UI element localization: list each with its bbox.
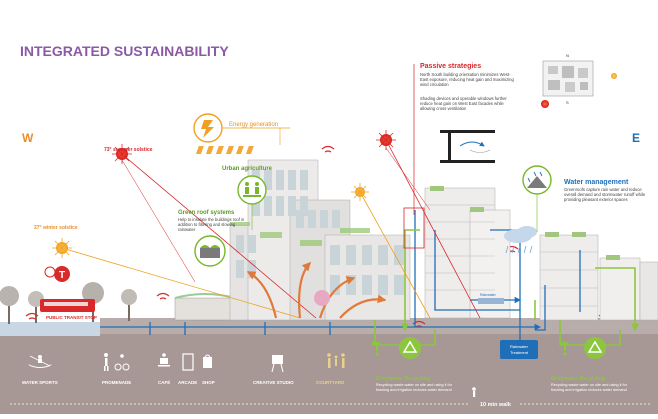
transit-icon bbox=[54, 266, 70, 282]
people-garden-icon bbox=[243, 182, 261, 197]
activity-arcade: ARCADE bbox=[178, 380, 197, 385]
passive-sun-red-icon bbox=[376, 130, 396, 150]
greywater-right-title: Greywater Recycling bbox=[551, 376, 605, 382]
cafe-icon bbox=[158, 353, 170, 367]
svg-text:providing pleasant exterior sp: providing pleasant exterior spaces bbox=[564, 197, 628, 202]
transit-label: PUBLIC TRANSIT STOP bbox=[46, 315, 97, 320]
page-title: INTEGRATED SUSTAINABILITY bbox=[20, 43, 229, 59]
water-title: Water management bbox=[564, 179, 629, 186]
svg-text:Recycling waste water on site: Recycling waste water on site and using … bbox=[376, 383, 453, 387]
treatment-line-1: Rainwater bbox=[510, 344, 529, 349]
recycle-icon bbox=[399, 337, 606, 359]
svg-text:Greenroofs capture rain water: Greenroofs capture rain water and reduce bbox=[564, 187, 642, 192]
walker-icon bbox=[104, 353, 130, 371]
easel-icon bbox=[271, 355, 284, 373]
green-roof-icon bbox=[200, 245, 220, 258]
lightning-icon bbox=[201, 120, 214, 138]
svg-text:flushing and irrigation reduce: flushing and irrigation reduces water de… bbox=[551, 388, 627, 392]
svg-text:Rainwater: Rainwater bbox=[480, 293, 497, 297]
winter-sun-icon bbox=[52, 238, 72, 258]
activity-water-sports: WATER SPORTS bbox=[22, 380, 58, 385]
plaza-building bbox=[174, 297, 236, 321]
svg-text:flushing and irrigation reduce: flushing and irrigation reduces water de… bbox=[376, 388, 452, 392]
urban-ag-title: Urban agriculture bbox=[222, 166, 273, 172]
site-plan: N S bbox=[541, 53, 617, 108]
rain-roof-icon bbox=[527, 171, 547, 188]
arcade-icon bbox=[182, 353, 194, 371]
walker-figure-icon bbox=[472, 387, 476, 397]
passive-sun-orange-icon bbox=[351, 183, 369, 201]
activity-promenade: PROMENADE bbox=[102, 380, 131, 385]
water-channel bbox=[0, 322, 100, 336]
treatment-line-2: Treatment bbox=[510, 350, 529, 355]
ground-band bbox=[0, 333, 658, 414]
svg-text:wind circulation: wind circulation bbox=[420, 82, 449, 87]
east-building bbox=[539, 232, 658, 321]
svg-text:Shading devices and operable w: Shading devices and operable windows fur… bbox=[420, 96, 507, 101]
courtyard-icon bbox=[327, 353, 345, 368]
greywater-left-title: Greywater Recycling bbox=[376, 376, 430, 382]
treatment-box bbox=[500, 340, 538, 359]
compass-s: S bbox=[566, 100, 569, 105]
right-tower bbox=[424, 186, 511, 319]
courtyard-tree bbox=[314, 290, 330, 306]
rain-cloud-icon bbox=[504, 226, 537, 254]
urban-ag-icon-circle bbox=[237, 175, 267, 205]
activity-courtyard: COURTYARD bbox=[316, 380, 345, 385]
passive-highlight bbox=[403, 207, 425, 249]
svg-text:T: T bbox=[59, 270, 65, 281]
activity-cafe: CAFÉ bbox=[158, 378, 170, 385]
greywater-network bbox=[374, 229, 639, 346]
svg-text:East exposure, reducing heat g: East exposure, reducing heat gain and ma… bbox=[420, 77, 514, 82]
svg-text:addition to filtering and slow: addition to filtering and slowing bbox=[178, 222, 236, 227]
svg-text:North South building orientati: North South building orientation minimiz… bbox=[420, 72, 511, 77]
svg-text:allowing cross ventilation: allowing cross ventilation bbox=[420, 106, 467, 111]
svg-text:reduce heat gain on West East: reduce heat gain on West East facades wh… bbox=[420, 101, 504, 106]
svg-text:Help to insulate the buildings: Help to insulate the buildings roof in bbox=[178, 217, 245, 222]
shading-section bbox=[440, 130, 495, 163]
summer-sun-icon bbox=[112, 144, 132, 164]
energy-title: Energy generation bbox=[229, 122, 278, 128]
kayak-icon bbox=[28, 355, 52, 368]
svg-text:Recycling waste water on site: Recycling waste water on site and using … bbox=[551, 383, 628, 387]
passive-title: Passive strategies bbox=[420, 63, 481, 70]
winter-solstice-label: 27° winter solstice bbox=[34, 225, 78, 231]
solar-panels bbox=[195, 146, 254, 154]
svg-text:overall demand and stormwater: overall demand and stormwater runoff whi… bbox=[564, 192, 646, 197]
west-label: W bbox=[22, 131, 34, 145]
east-label: E bbox=[632, 131, 640, 145]
green-roof-title: Green roof systems bbox=[178, 210, 235, 216]
shop-icon bbox=[203, 354, 212, 368]
promenade-deck bbox=[100, 318, 658, 334]
activity-shop: SHOP bbox=[202, 380, 215, 385]
walk-label: 10 min walk bbox=[480, 402, 512, 408]
summer-solstice-label: 73° summer solstice bbox=[104, 147, 153, 153]
activity-creative-studio: CREATIVE STUDIO bbox=[253, 380, 294, 385]
water-tap-icon bbox=[372, 342, 568, 356]
svg-text:rainwater: rainwater bbox=[178, 227, 196, 232]
compass-n: N bbox=[566, 53, 569, 58]
ventilation-arrows bbox=[246, 261, 387, 319]
rainwater-tank bbox=[478, 298, 504, 304]
